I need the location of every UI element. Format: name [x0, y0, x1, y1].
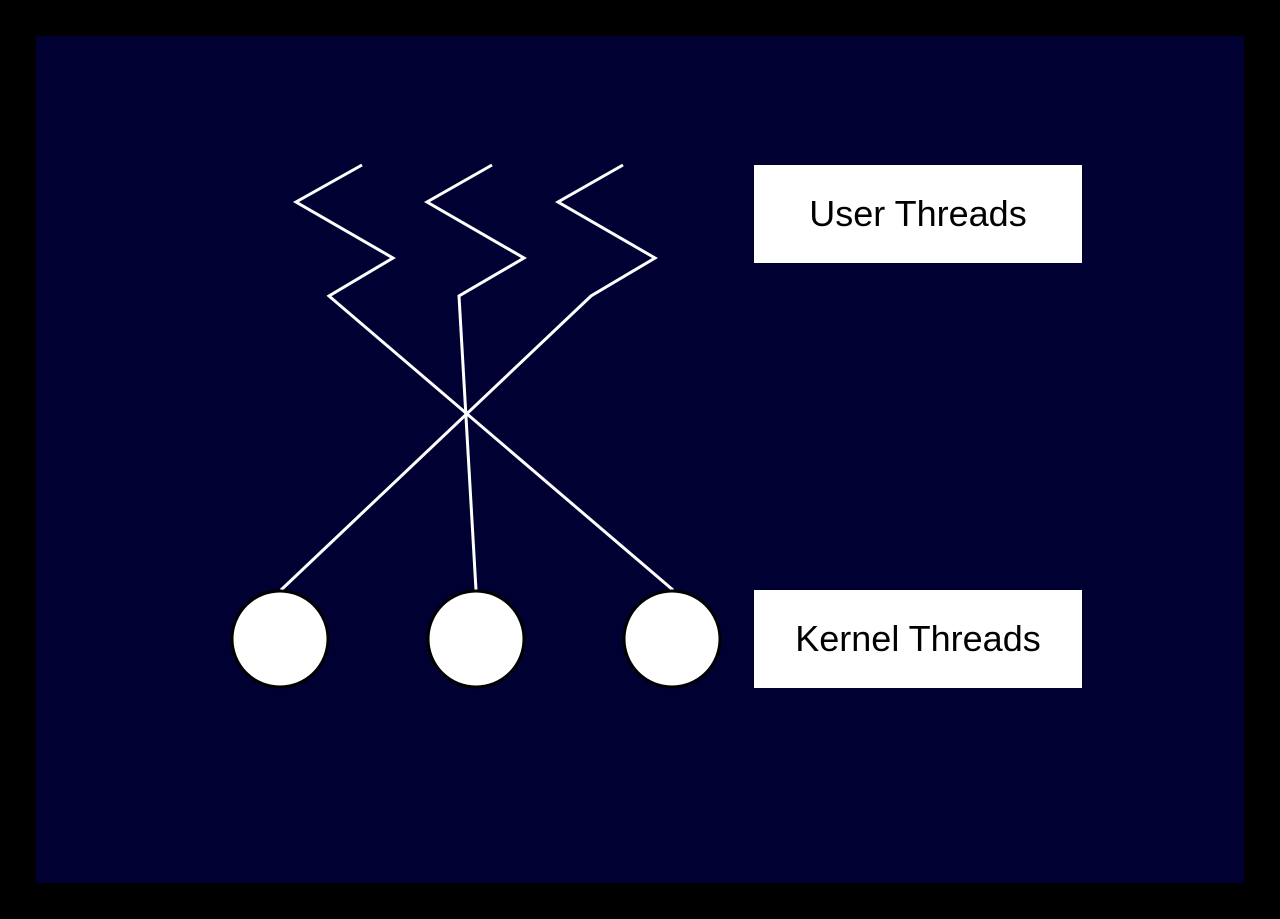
user-thread-2-line [423, 163, 527, 591]
user-thread-1-line [292, 163, 674, 592]
kernel-thread-2-node [426, 589, 526, 689]
user-threads-label-box: User Threads [754, 165, 1082, 263]
kernel-threads-label: Kernel Threads [795, 618, 1041, 659]
kernel-thread-3-node [622, 589, 722, 689]
user-threads-label: User Threads [809, 193, 1027, 234]
kernel-threads-label-box: Kernel Threads [754, 590, 1082, 688]
user-thread-3-line [279, 163, 658, 592]
kernel-thread-1-node [230, 589, 330, 689]
